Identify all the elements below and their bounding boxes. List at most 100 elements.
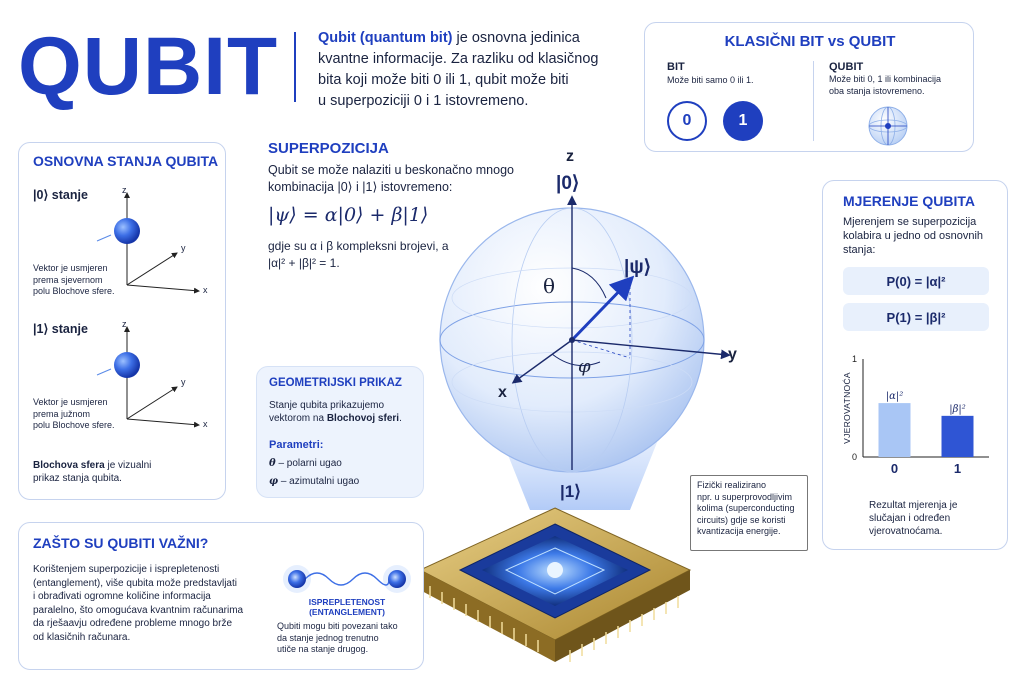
state1-axis-y: y <box>181 377 186 387</box>
bit-one-label: 1 <box>738 112 748 129</box>
superposition-desc-line-1: Qubit se može nalaziti u beskonačno mnog… <box>268 163 514 177</box>
state1-desc-line-3: polu Blochove sfere. <box>33 420 115 430</box>
intro-line-3: bita koji može biti 0 ili 1, qubit može … <box>318 72 569 88</box>
measurement-title: MJERENJE QUBITA <box>843 193 975 209</box>
why-important-panel: ZAŠTO SU QUBITI VAŽNI? Korištenjem super… <box>18 522 424 670</box>
geometry-param-theta: θ – polarni ugao <box>269 457 342 470</box>
why-line-5: da rješaavju određene probleme mnogo brž… <box>33 618 233 629</box>
title-divider <box>294 32 296 102</box>
chip-note-line-3: kolima (superconducting <box>697 503 795 513</box>
p1-formula: P(1) = |β|² <box>843 303 989 331</box>
classic-title: KLASIČNI BIT vs QUBIT <box>724 33 896 50</box>
sphere-phi-label: φ <box>578 356 591 377</box>
entanglement-desc: Qubiti mogu biti povezani tako da stanje… <box>277 621 417 656</box>
chip-note-line-2: npr. u superprovodljivim <box>697 491 793 502</box>
state1-axis-x: x <box>203 419 208 429</box>
chart-x-tick-label: 0 <box>891 461 898 476</box>
param-phi-symbol: φ <box>269 476 279 487</box>
geometry-param-phi: φ – azimutalni ugao <box>269 475 359 488</box>
entanglement-label: ISPREPLETENOST (ENTANGLEMENT) <box>277 597 417 617</box>
state0-desc-line-2: prema sjevernom <box>33 274 103 285</box>
entanglement-icon <box>283 565 411 593</box>
state0-axis-x: x <box>203 285 208 295</box>
state0-desc-line-1: Vektor je usmjeren <box>33 263 108 273</box>
state0-diagram <box>96 192 200 294</box>
why-line-6: od klasičnih računara. <box>33 631 131 643</box>
intro-line-1: je osnovna jedinica <box>452 30 580 46</box>
qubit-desc-line-1: Može biti 0, 1 ili kombinacija <box>829 74 942 84</box>
bit-label: BIT <box>667 61 685 73</box>
state1-axis-z: z <box>122 319 127 329</box>
measurement-desc: Mjerenjem se superpozicija kolabira u je… <box>843 215 1003 257</box>
why-title: ZAŠTO SU QUBITI VAŽNI? <box>33 535 209 551</box>
chip-note-line-4: circuits) gdje se koristi <box>697 514 786 525</box>
geometry-params-title: Parametri: <box>269 439 324 451</box>
entanglement-label-1: ISPREPLETENOST <box>308 597 386 607</box>
chart-bar-label: |α|² <box>886 391 904 402</box>
superposition-title: SUPERPOZICIJA <box>268 140 389 157</box>
param-theta-symbol: θ <box>269 458 276 469</box>
geometry-desc-bold: Blochovoj sferi <box>326 413 400 424</box>
bit-zero-label: 0 <box>682 112 692 129</box>
intro-line-4: u superpoziciji 0 i 1 istovremeno. <box>318 93 529 109</box>
geometry-desc-line-2: vektorom na <box>269 413 327 424</box>
measurement-desc-line-2: kolabira u jedno od osnovnih <box>843 230 984 242</box>
intro-text: Qubit (quantum bit) je osnovna jedinica … <box>318 28 628 112</box>
superposition-cond-line-1: gdje su α i β kompleksni brojevi, a <box>268 239 449 253</box>
bloch-note: Blochova sfera je vizualni prikaz stanja… <box>33 459 213 485</box>
chip-note-line-5: kvantizacija energije. <box>697 526 781 536</box>
chart-y-tick-label: 0 <box>852 452 857 462</box>
state1-desc-line-2: prema južnom <box>33 408 91 419</box>
bloch-sphere <box>439 195 730 510</box>
sphere-top-state: |0⟩ <box>556 173 580 194</box>
intro-term: Qubit (quantum bit) <box>318 30 453 46</box>
param-phi-text: – azimutalni ugao <box>278 476 360 487</box>
chart-bar-label: |β|² <box>949 404 966 415</box>
geometry-desc: Stanje qubita prikazujemo vektorom na Bl… <box>269 399 419 425</box>
state1-label: |1⟩ stanje <box>33 322 88 336</box>
geometry-desc-end: . <box>399 413 402 424</box>
superposition-cond-line-2: |α|² + |β|² = 1. <box>268 256 340 270</box>
sphere-theta-label: θ <box>543 274 556 298</box>
sphere-y-label: y <box>728 346 737 363</box>
measurement-panel: MJERENJE QUBITA Mjerenjem se superpozici… <box>822 180 1008 550</box>
why-line-1: Korištenjem superpozicije i isprepleteno… <box>33 564 220 575</box>
bit-desc: Može biti samo 0 ili 1. <box>667 75 754 85</box>
measurement-desc-line-1: Mjerenjem se superpozicija <box>843 216 977 228</box>
why-line-2: (entanglement), više qubita može predsta… <box>33 577 237 589</box>
result-line-2: slučajan i određen <box>869 513 951 524</box>
bit-zero-circle: 0 <box>667 101 707 141</box>
sphere-bottom-state: |1⟩ <box>560 482 581 501</box>
state0-axis-y: y <box>181 243 186 253</box>
bit-one-circle: 1 <box>723 101 763 141</box>
entanglement-desc-line-2: da stanje jednog trenutno <box>277 632 379 643</box>
geometry-title: GEOMETRIJSKI PRIKAZ <box>269 377 402 389</box>
why-line-3: i obrađivati ogromne količine informacij… <box>33 591 211 602</box>
classic-divider <box>813 61 814 141</box>
psi-vector <box>570 275 635 342</box>
entanglement-label-2: (ENTANGLEMENT) <box>309 607 385 617</box>
result-line-3: vjerovatnoćama. <box>869 526 943 537</box>
probability-chart: 01|α|²0|β|²1 <box>852 354 989 476</box>
chip-note-line-1: Fizički realizirano <box>697 480 767 490</box>
why-text: Korištenjem superpozicije i isprepleteno… <box>33 563 263 644</box>
chart-x-tick-label: 1 <box>954 461 961 476</box>
quantum-chip-illustration <box>418 507 692 662</box>
basic-states-title: OSNOVNA STANJA QUBITA <box>33 153 219 169</box>
state0-axis-z: z <box>122 185 127 195</box>
bloch-note-rest: je vizualni <box>104 460 152 471</box>
qubit-desc: Može biti 0, 1 ili kombinacija oba stanj… <box>829 74 969 97</box>
qubit-desc-line-2: oba stanja istovremeno. <box>829 85 925 96</box>
bloch-note-bold: Blochova sfera <box>33 460 105 471</box>
classic-vs-qubit-panel: KLASIČNI BIT vs QUBIT BIT Može biti samo… <box>644 22 974 152</box>
superposition-desc-line-2: kombinacija |0⟩ i |1⟩ istovremeno: <box>268 180 453 194</box>
superposition-conditions: gdje su α i β kompleksni brojevi, a |α|²… <box>268 238 449 272</box>
bloch-note-line-2: prikaz stanja qubita. <box>33 473 122 484</box>
why-line-4: paralelno, što omogućava kvantnim računa… <box>33 604 244 616</box>
chart-bar <box>878 403 911 457</box>
state0-desc: Vektor je usmjeren prema sjevernom polu … <box>33 263 133 298</box>
state1-desc-line-1: Vektor je usmjeren <box>33 397 108 407</box>
param-theta-text: – polarni ugao <box>275 458 342 469</box>
superposition-desc: Qubit se može nalaziti u beskonačno mnog… <box>268 162 514 196</box>
intro-line-2: kvantne informacije. Za razliku od klasi… <box>318 51 599 67</box>
